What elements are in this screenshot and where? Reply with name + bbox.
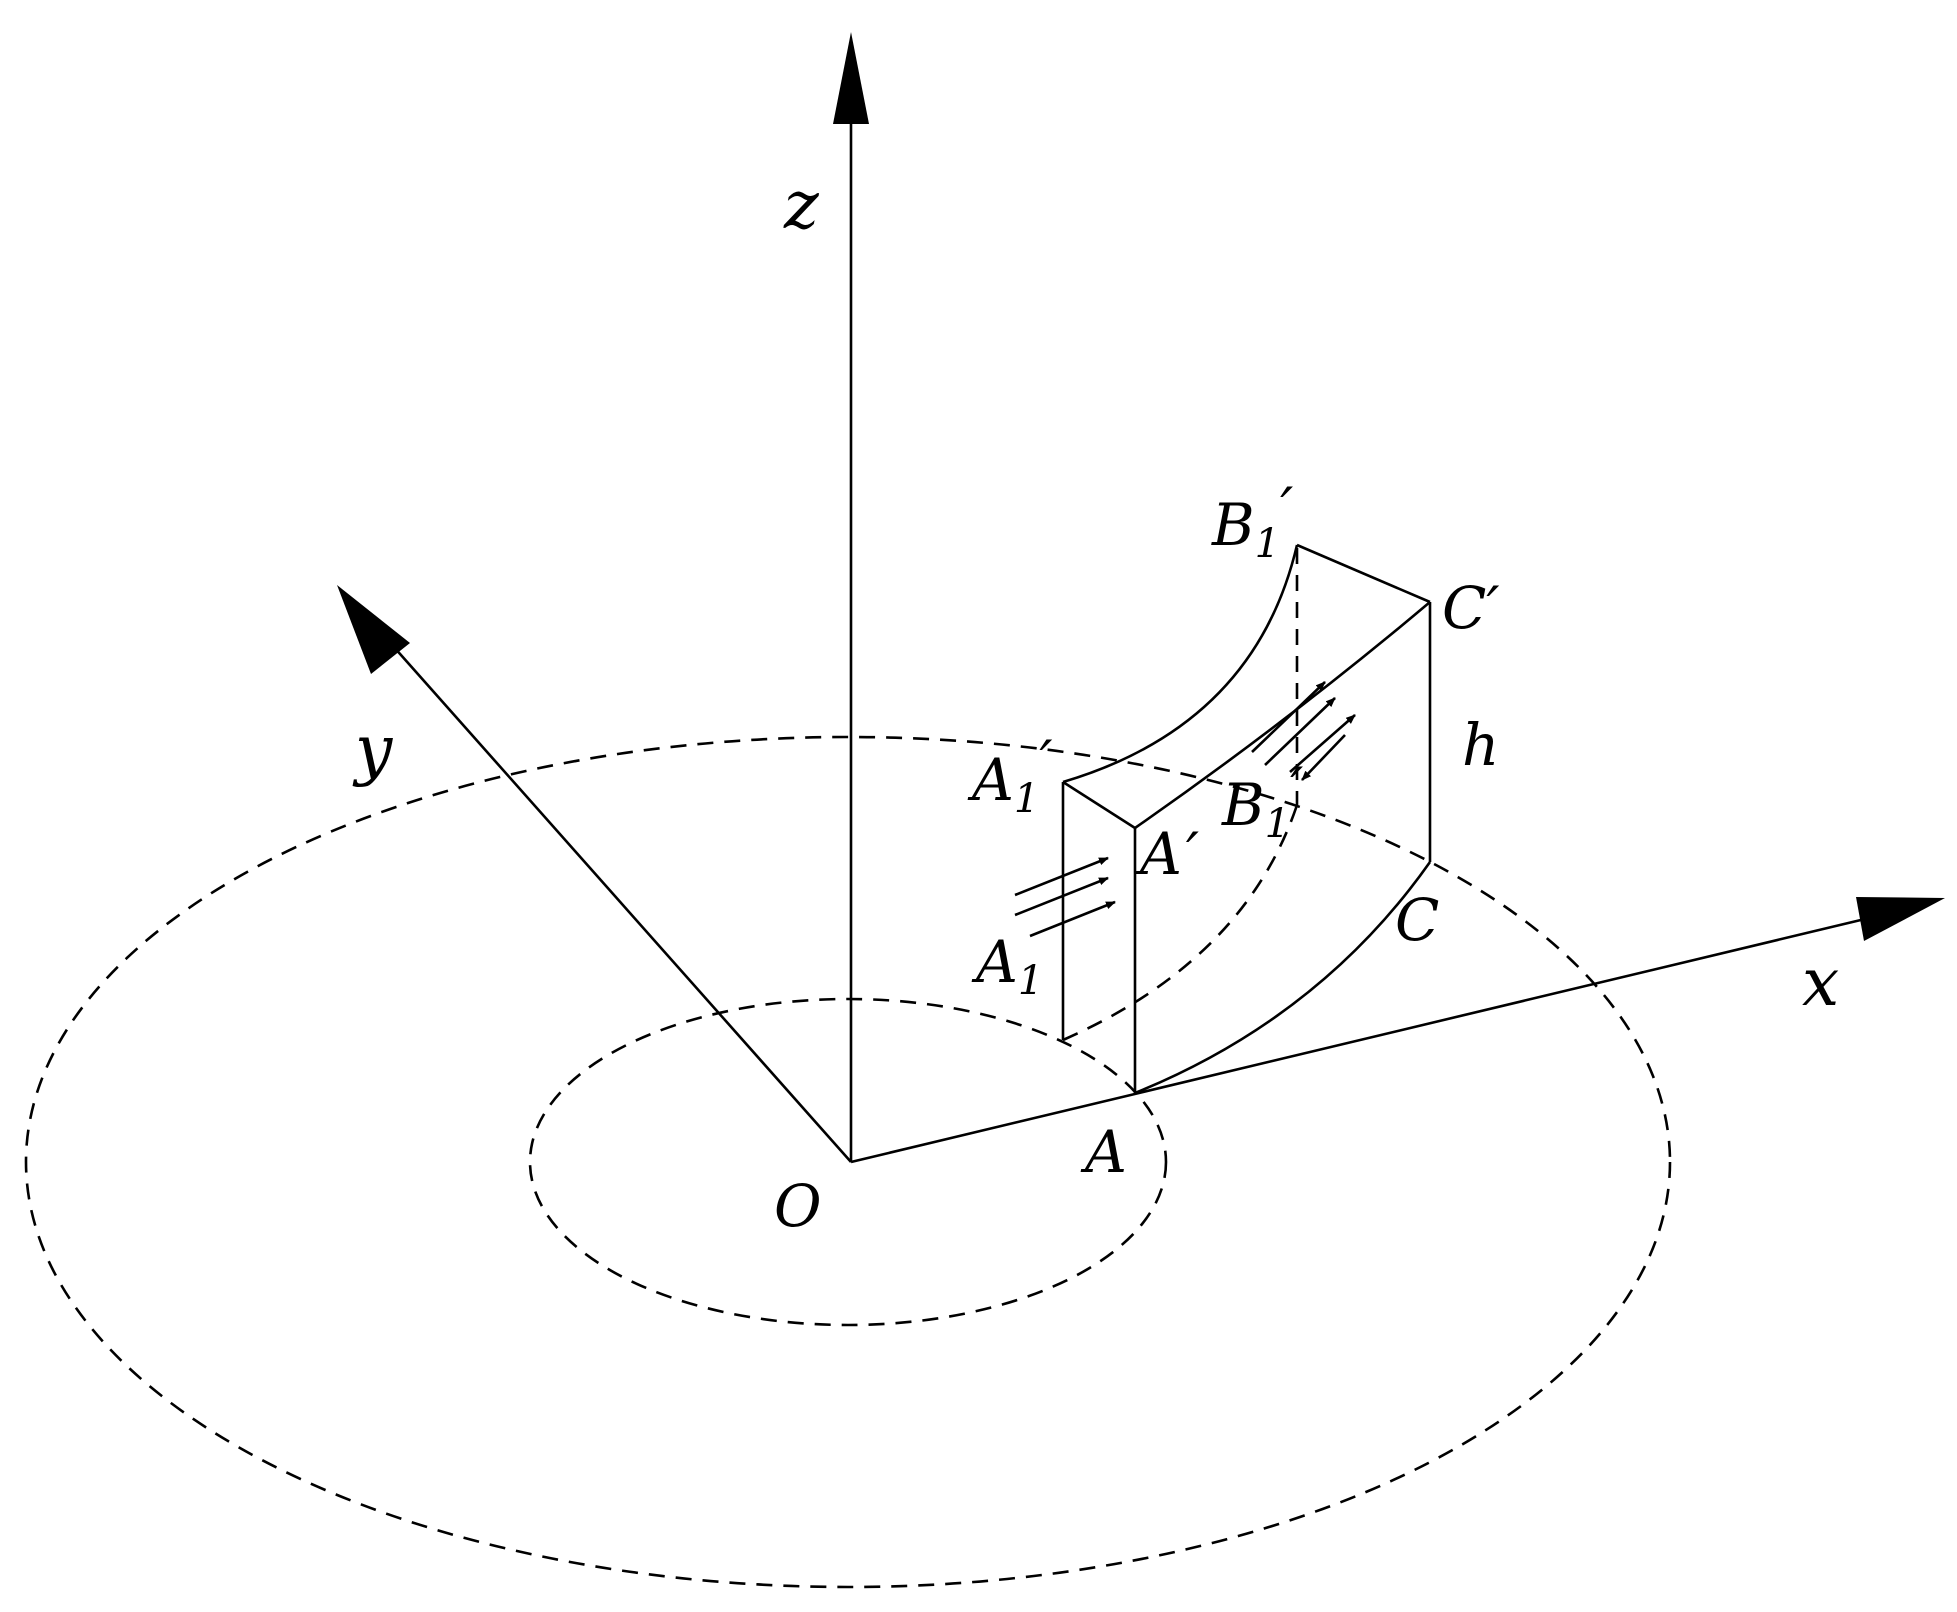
point-B1-label: B1′ xyxy=(1221,755,1303,847)
inner-dashed-circle xyxy=(528,997,1168,1327)
z-axis-label: z xyxy=(783,167,820,244)
point-A1-label: A1 xyxy=(971,928,1043,1004)
x-axis-label: x xyxy=(1802,944,1839,1021)
x-axis-arrowhead xyxy=(1856,897,1945,941)
z-axis-arrowhead xyxy=(833,32,869,124)
edge-A1prime-Aprime xyxy=(1062,780,1136,830)
y-axis-label: y xyxy=(352,711,393,788)
point-A1prime-label: A1′ xyxy=(967,728,1053,822)
edge-Aprime-Cprime xyxy=(1134,601,1431,830)
origin-label: O xyxy=(774,1172,822,1240)
point-A-label: A xyxy=(1080,1118,1127,1186)
y-axis-arrowhead xyxy=(337,585,410,674)
point-Aprime-label: A′ xyxy=(1135,820,1199,888)
arc-A-C xyxy=(1134,861,1432,1095)
point-Cprime-label: C′ xyxy=(1442,574,1500,642)
y-axis-line xyxy=(384,636,852,1163)
hidden-arc-A1-B1 xyxy=(1062,804,1299,1042)
height-label: h xyxy=(1462,711,1499,779)
outer-dashed-circle xyxy=(24,735,1672,1589)
left-flow-arrows xyxy=(1014,856,1116,938)
edge-B1prime-Cprime xyxy=(1296,543,1431,604)
front-flow-arrows xyxy=(1251,681,1356,781)
point-B1prime-label: B1′ xyxy=(1211,475,1293,567)
point-C-label: C xyxy=(1395,886,1439,954)
x-axis-line xyxy=(850,917,1866,1164)
arc-A1prime-B1prime xyxy=(1062,544,1299,784)
